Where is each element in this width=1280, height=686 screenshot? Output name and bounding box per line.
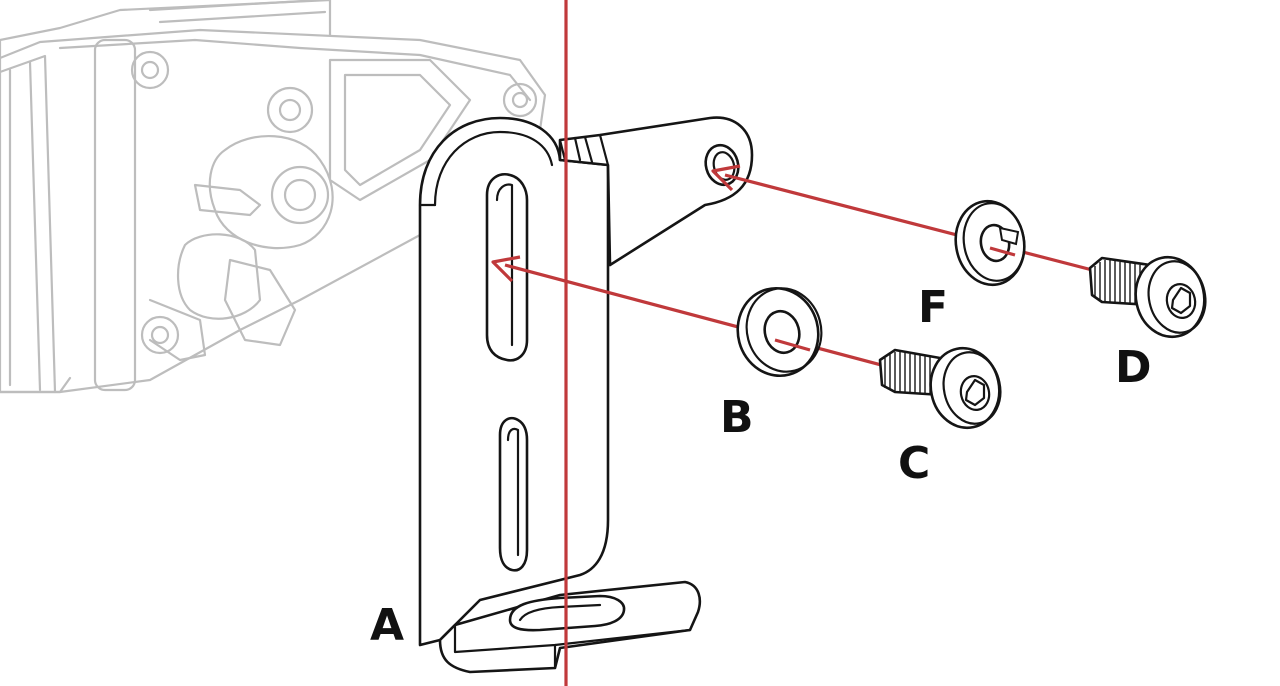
light-housing-icon: [0, 0, 547, 394]
arrow-upper-head: [711, 164, 741, 192]
label-b: B: [720, 392, 754, 443]
label-c: C: [898, 438, 930, 489]
arrow-lower-head: [491, 255, 521, 283]
label-f: F: [918, 282, 948, 333]
button-head-hex-screw-icon-d: [1088, 255, 1207, 339]
button-head-hex-screw-icon: [878, 346, 1002, 430]
arrow-upper-line: [724, 173, 1101, 274]
label-a: A: [370, 600, 404, 651]
split-lock-washer-icon: [954, 199, 1026, 287]
label-d: D: [1115, 342, 1152, 393]
l-bracket-icon: [418, 116, 754, 674]
guide-lines: [491, 0, 1101, 686]
arrow-lower-line: [504, 263, 901, 372]
flat-washer-icon: [736, 286, 823, 378]
